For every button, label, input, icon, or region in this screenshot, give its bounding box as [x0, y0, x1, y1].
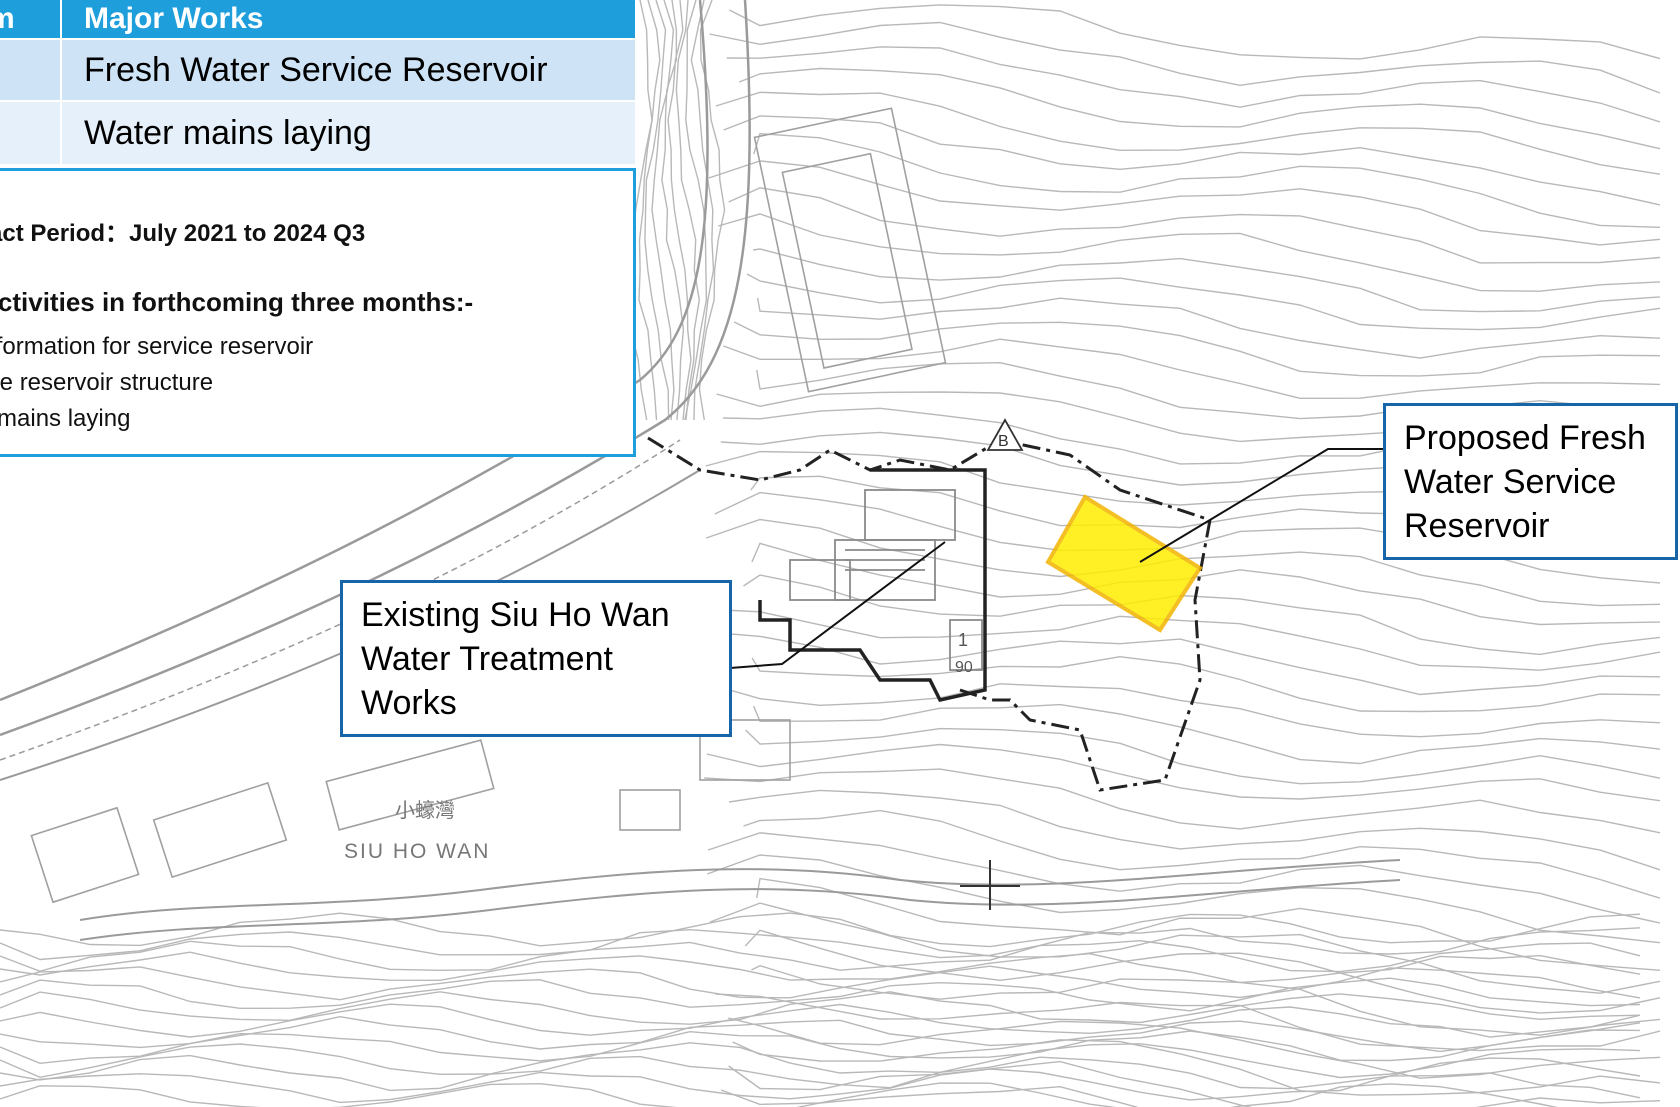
contour-line — [756, 877, 1661, 971]
contour-line — [728, 1060, 1661, 1107]
activities-heading-text: jor activities in forthcoming three mont… — [0, 287, 474, 317]
tank-label-1: 1 — [958, 630, 968, 650]
section-marker: B — [986, 418, 1024, 451]
contour-line — [651, 0, 675, 421]
contract-info-box: ntract Period：July 2021 to 2024 Q3 jor a… — [0, 168, 636, 457]
place-label-chinese: 小蠔灣 — [395, 798, 455, 822]
contour-line — [753, 132, 1661, 228]
header-item: m — [0, 0, 61, 39]
row-works-cell: Water mains laying — [60, 100, 635, 164]
contour-line — [715, 993, 1661, 1052]
contour-line — [738, 67, 1661, 150]
contour-line — [743, 809, 1661, 899]
contour-line — [644, 0, 670, 421]
header-works: Major Works — [60, 0, 635, 39]
contour-line — [0, 991, 1641, 1025]
place-label-english: SIU HO WAN — [344, 840, 490, 863]
lower-road — [79, 859, 1401, 941]
contour-line — [709, 21, 1661, 94]
contour-line — [0, 1003, 1641, 1038]
contour-line — [729, 4, 1661, 60]
header-item-label: m — [0, 2, 15, 35]
survey-cross — [960, 860, 1020, 910]
contour-line — [706, 854, 1661, 944]
callout-proposed-reservoir: Proposed Fresh Water Service Reservoir — [1383, 403, 1678, 560]
contour-line — [744, 929, 1661, 1014]
leader-lines — [729, 448, 1383, 669]
contour-line — [0, 977, 1641, 1012]
contour-line — [752, 703, 1661, 765]
contour-line — [728, 1017, 1661, 1079]
contour-line — [731, 633, 1661, 696]
contour-line — [718, 213, 1661, 292]
list-item: ope formation for service reservoir — [0, 333, 314, 360]
row-works-cell: Fresh Water Service Reservoir — [60, 38, 635, 101]
contour-line — [745, 727, 1661, 785]
major-works-table: m Major Works Fresh Water Service Reserv… — [0, 0, 635, 164]
contour-line — [0, 1068, 1641, 1104]
site-boundary — [647, 436, 1212, 792]
contour-line — [0, 1082, 1559, 1107]
activities-list: ope formation for service reservoir ervi… — [0, 329, 313, 437]
contour-line — [667, 0, 692, 421]
contour-line — [707, 832, 1661, 924]
depot-buildings — [30, 107, 947, 904]
contour-line — [728, 187, 1661, 264]
row-item-cell — [0, 38, 61, 101]
callout-existing-works: Existing Siu Ho Wan Water Treatment Work… — [340, 580, 732, 737]
contour-line — [732, 1039, 1661, 1096]
contour-line — [0, 1042, 1641, 1079]
list-item: ervice reservoir structure — [0, 369, 214, 396]
contour-line — [684, 0, 708, 421]
contour-line — [0, 927, 1641, 961]
contour-line — [723, 338, 1661, 400]
contour-line — [638, 0, 661, 421]
contour-line — [726, 46, 1661, 123]
contour-line — [0, 1015, 1641, 1053]
contract-period-text: ntract Period：July 2021 to 2024 Q3 — [0, 220, 366, 247]
contour-line — [746, 273, 1661, 331]
table-row: Fresh Water Service Reservoir — [0, 38, 635, 101]
contour-line — [0, 939, 1641, 973]
contour-line — [690, 0, 715, 421]
row-item-cell — [0, 100, 61, 164]
contour-line — [675, 0, 701, 421]
contour-line — [728, 789, 1661, 871]
contour-line — [661, 0, 685, 421]
contour-line — [0, 1029, 1641, 1065]
contour-line — [751, 964, 1661, 1036]
contour-line — [733, 321, 1661, 377]
table-row: Water mains laying — [0, 100, 635, 164]
contour-line — [709, 902, 1661, 994]
contour-line — [720, 1085, 1139, 1107]
contour-line — [698, 0, 726, 421]
contour-line — [723, 115, 1661, 206]
treatment-works-boundary — [758, 468, 987, 703]
contour-line — [723, 609, 1661, 671]
proposed-reservoir-area — [1045, 494, 1203, 633]
contour-line — [751, 655, 1661, 713]
table-header: m Major Works — [0, 0, 635, 39]
tank-label-90: 90 — [955, 659, 973, 676]
contour-line — [0, 951, 1641, 984]
contract-period: ntract Period：July 2021 to 2024 Q3 — [0, 213, 365, 248]
contour-line — [0, 965, 1641, 1001]
contour-line — [704, 768, 1661, 834]
contour-line — [753, 248, 1661, 313]
activities-heading: jor activities in forthcoming three mont… — [0, 287, 473, 318]
contour-line — [701, 681, 1661, 738]
contour-line — [706, 743, 1661, 802]
contour-line — [708, 160, 1661, 246]
contour-line — [715, 91, 1661, 175]
contour-line — [0, 1054, 1641, 1092]
section-marker-label: B — [998, 433, 1009, 450]
list-item: ater mains laying — [0, 405, 131, 432]
contour-line — [0, 912, 1641, 948]
treatment-works-buildings — [789, 489, 983, 671]
contour-line — [756, 297, 1661, 359]
